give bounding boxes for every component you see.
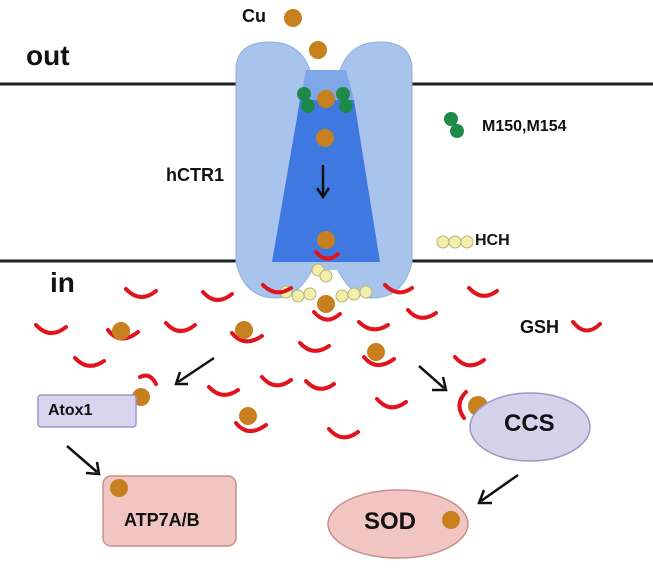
label-atp7ab: ATP7A/B xyxy=(124,510,200,530)
arrow-head xyxy=(315,187,331,200)
arrow-icon xyxy=(418,365,448,392)
copper-ion xyxy=(284,9,302,27)
gsh-copper-complex xyxy=(362,343,396,367)
copper-ion xyxy=(317,231,335,249)
gsh-icon xyxy=(312,310,342,322)
label-sod: SOD xyxy=(364,508,417,535)
label-methionine: M150,M154 xyxy=(482,118,567,135)
label-out: out xyxy=(26,40,70,71)
gsh-copper-complex xyxy=(230,321,264,344)
atox1-box xyxy=(37,394,137,428)
label-hch: HCH xyxy=(475,232,510,249)
copper-ion xyxy=(309,41,327,59)
label-in: in xyxy=(50,267,75,298)
hch-legend-icon xyxy=(436,235,474,249)
ccs-ellipse xyxy=(469,392,591,462)
copper-ion xyxy=(110,479,128,497)
arrow-icon xyxy=(477,473,519,505)
gsh-legend-icon xyxy=(571,320,602,333)
label-ccs: CCS xyxy=(504,410,555,437)
gsh-icon xyxy=(314,250,340,261)
label-gsh: GSH xyxy=(520,317,560,337)
arrow-icon xyxy=(66,445,101,476)
methionine-legend-icon xyxy=(444,112,464,138)
sod-ellipse xyxy=(327,489,469,559)
label-atox1: Atox1 xyxy=(48,402,93,419)
hch-cluster xyxy=(279,263,373,303)
arrow-icon xyxy=(174,356,215,386)
copper-ion xyxy=(442,511,460,529)
gsh-scatter xyxy=(34,283,499,440)
gsh-copper-complex xyxy=(106,322,140,341)
gsh-copper-complex xyxy=(234,407,268,433)
label-cu: Cu xyxy=(242,6,266,26)
copper-ion xyxy=(317,295,335,313)
methionine-cluster xyxy=(297,87,353,113)
copper-ion xyxy=(316,129,334,147)
atp7-box xyxy=(102,475,237,547)
label-hctr1: hCTR1 xyxy=(166,165,224,185)
